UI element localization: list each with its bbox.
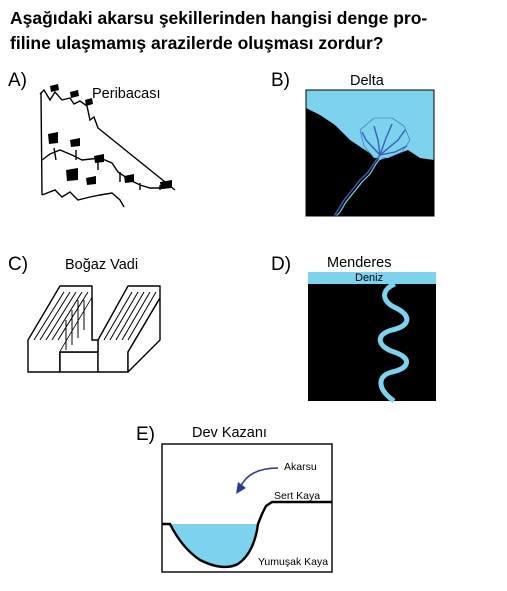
option-a-letter: A): [8, 70, 27, 91]
pothole-stream-label: Akarsu: [284, 461, 317, 473]
option-c-letter: C): [8, 254, 29, 275]
option-e-title: Dev Kazanı: [192, 425, 267, 441]
question-text: Aşağıdaki akarsu şekillerinden hangisi d…: [10, 6, 500, 56]
question-line-2: filine ulaşmamış arazilerde oluşması zor…: [10, 33, 384, 53]
option-b-letter: B): [271, 70, 290, 91]
meander-sea-label: Deniz: [355, 272, 384, 284]
option-d-title: Menderes: [327, 255, 392, 271]
option-e-letter: E): [136, 424, 155, 445]
pothole-hard-rock-label: Sert Kaya: [274, 490, 321, 502]
option-d-letter: D): [271, 254, 292, 275]
option-c-title: Boğaz Vadi: [65, 257, 139, 273]
option-b-title: Delta: [350, 73, 384, 89]
pothole-soft-rock-label: Yumuşak Kaya: [258, 556, 329, 568]
option-a-title: Peribacası: [92, 86, 161, 102]
question-line-1: Aşağıdaki akarsu şekillerinden hangisi d…: [10, 8, 428, 28]
